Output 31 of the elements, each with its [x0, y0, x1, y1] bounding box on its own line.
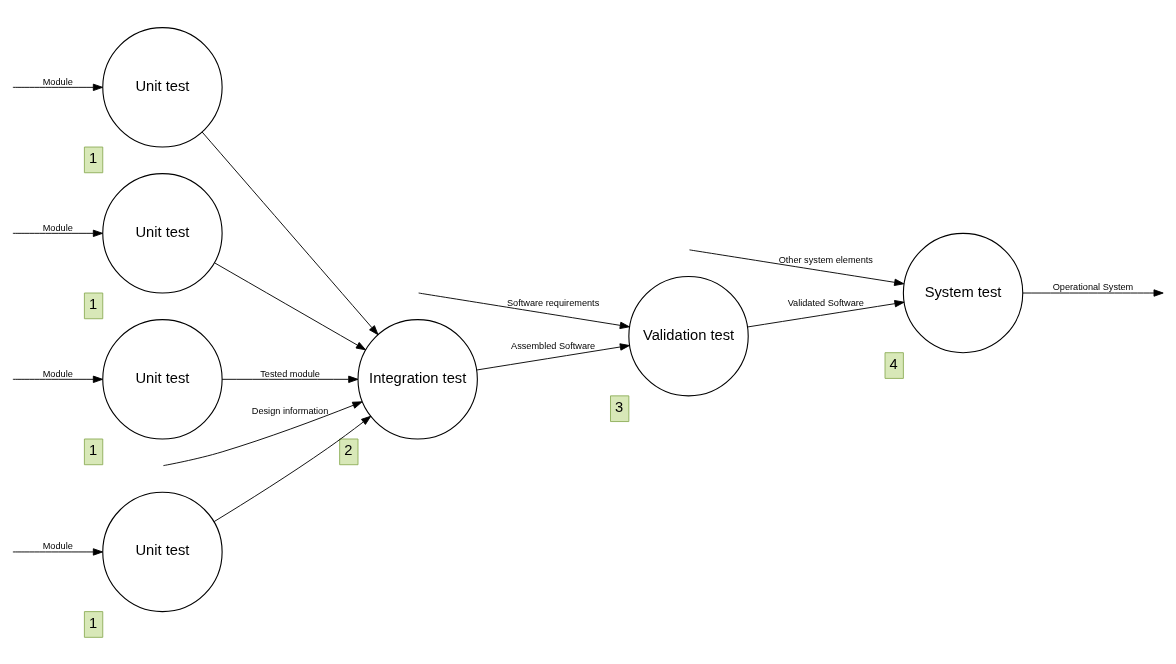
edge-label: Module [42, 76, 73, 87]
arrow [221, 375, 359, 383]
arrow [418, 292, 630, 329]
node-label: 2 [344, 441, 353, 458]
edge-label: Tested module [260, 368, 320, 379]
node-label: 3 [615, 398, 624, 415]
arrow [689, 248, 905, 286]
arrow [201, 131, 379, 335]
edge-label: Other system elements [778, 254, 873, 265]
node-label: 1 [88, 295, 98, 312]
arrow [1022, 288, 1164, 297]
edge-label: Design information [251, 405, 329, 416]
edge-label: Module [42, 540, 73, 551]
edge-label: Assembled Software [511, 340, 596, 351]
node-label: 1 [88, 149, 98, 166]
arrow [12, 547, 103, 556]
arrow [214, 261, 366, 350]
edge-label: Module [42, 368, 73, 379]
node-label: 4 [889, 355, 898, 372]
arrow [476, 342, 630, 370]
edge-label: Validated Software [787, 297, 864, 308]
arrow [12, 229, 103, 237]
arrow [12, 83, 103, 91]
edge-label: Module [42, 222, 73, 233]
node-label: 1 [88, 614, 98, 631]
edge-label: Software requirements [506, 297, 600, 308]
arrow [747, 299, 905, 327]
arrow [213, 415, 372, 522]
edge-label: Operational System [1052, 281, 1134, 292]
arrow [12, 375, 103, 383]
node-label: 1 [88, 441, 98, 458]
